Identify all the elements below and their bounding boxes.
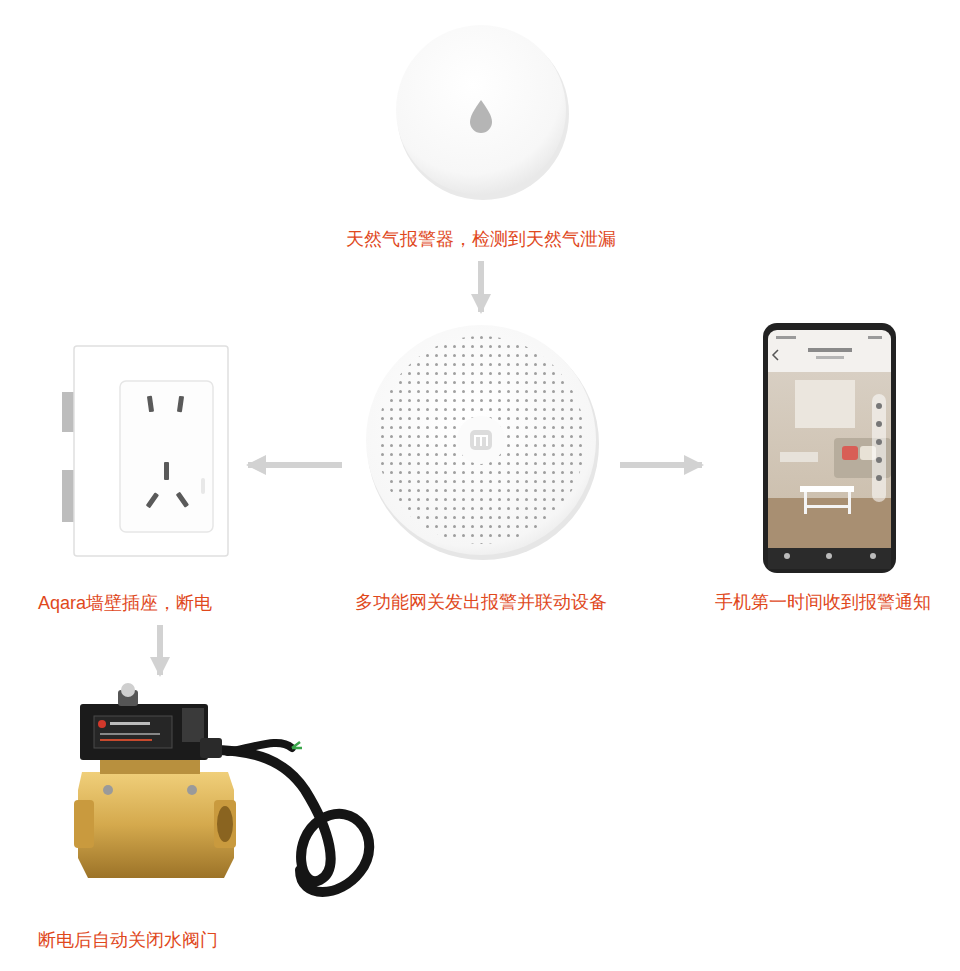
node-caption: 手机第一时间收到报警通知 bbox=[715, 590, 931, 614]
smartphone bbox=[763, 323, 896, 573]
valve-node: 断电后自动关闭水阀门 bbox=[38, 685, 383, 952]
flow-arrow bbox=[478, 261, 484, 312]
flow-arrow bbox=[620, 462, 702, 468]
node-caption: 天然气报警器，检测到天然气泄漏 bbox=[346, 227, 616, 251]
node-caption: Aqara墙壁插座，断电 bbox=[38, 591, 212, 615]
sensor-node: 天然气报警器，检测到天然气泄漏 bbox=[343, 22, 619, 251]
flow-arrow bbox=[157, 625, 163, 675]
phone-node: 手机第一时间收到报警通知 bbox=[712, 320, 934, 614]
node-caption: 多功能网关发出报警并联动设备 bbox=[355, 590, 607, 614]
socket-node: Aqara墙壁插座，断电 bbox=[38, 343, 238, 615]
node-caption: 断电后自动关闭水阀门 bbox=[38, 928, 218, 952]
solenoid-valve bbox=[74, 683, 369, 892]
gateway-node: 多功能网关发出报警并联动设备 bbox=[352, 322, 610, 614]
gateway-hub bbox=[366, 325, 599, 560]
flow-arrow bbox=[248, 462, 342, 468]
wall-socket bbox=[62, 346, 228, 556]
water-sensor bbox=[396, 25, 569, 200]
